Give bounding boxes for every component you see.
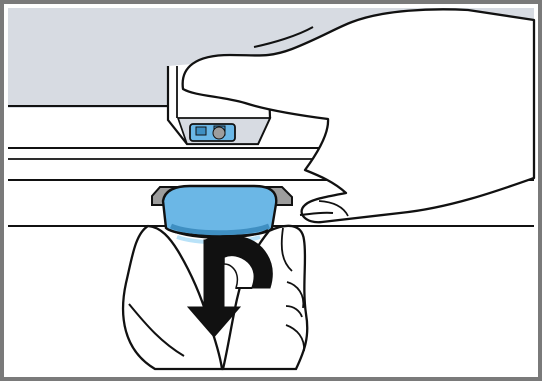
fitting-knob bbox=[212, 126, 226, 140]
upper-hand-finger-crease bbox=[318, 200, 349, 217]
upper-hand-thumb-line bbox=[299, 211, 334, 216]
fitting-slot-left bbox=[195, 126, 207, 136]
left-hand-crease bbox=[128, 303, 185, 357]
right-hand-thumb-line bbox=[280, 227, 293, 272]
blue-cap bbox=[161, 184, 278, 238]
blue-cap-rim bbox=[169, 223, 270, 236]
upper-hand-icon bbox=[181, 8, 536, 224]
right-hand-crease-2 bbox=[285, 324, 305, 352]
upper-hand-knuckle-line bbox=[253, 26, 314, 48]
right-hand-crease-3 bbox=[285, 305, 303, 318]
right-hand-crease-1 bbox=[286, 281, 305, 309]
lower-left-hand-icon bbox=[121, 224, 224, 371]
